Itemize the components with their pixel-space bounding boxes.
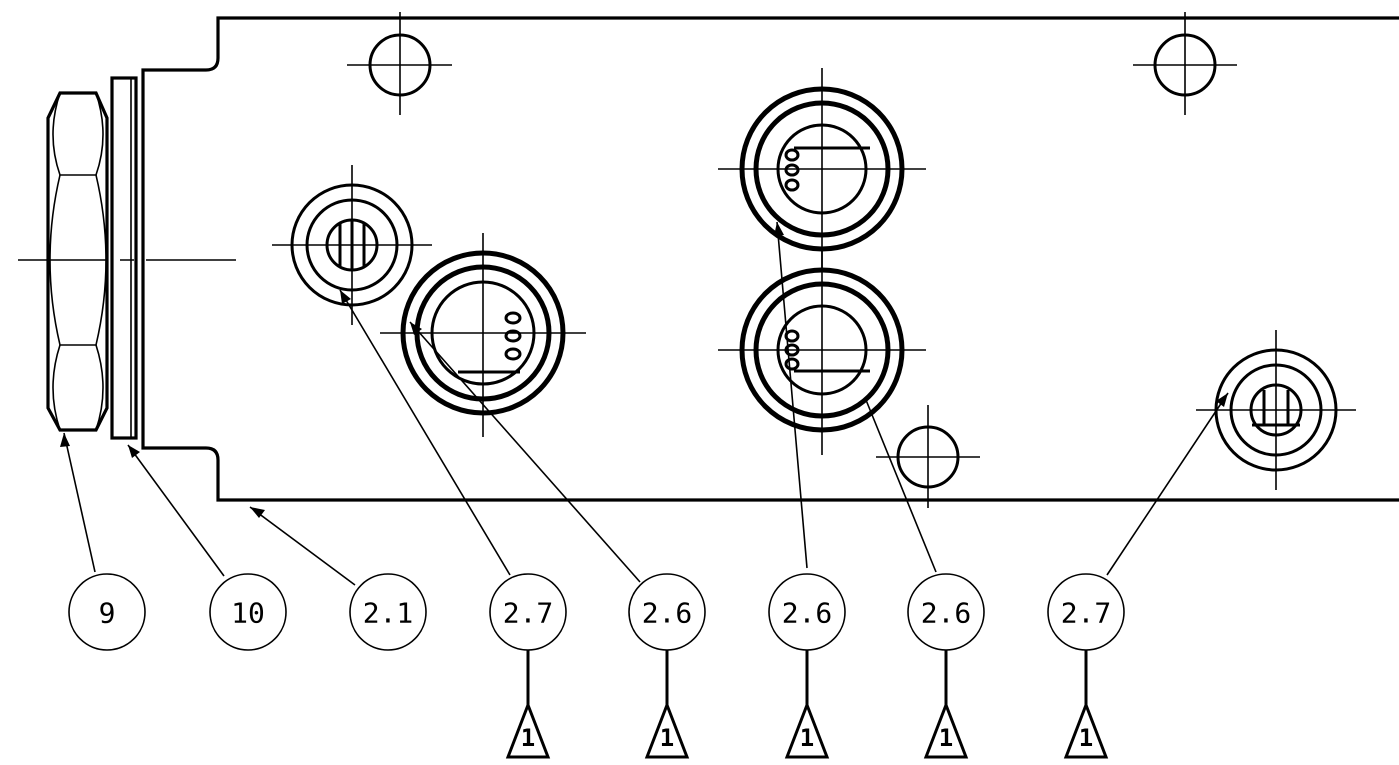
revision-flag: 1 [784, 650, 830, 759]
svg-text:2.7: 2.7 [503, 597, 554, 630]
port-small-left [272, 165, 432, 325]
svg-text:1: 1 [521, 724, 535, 752]
mounting-hole [876, 405, 980, 508]
balloon: 2.7 [489, 573, 567, 651]
svg-text:2.1: 2.1 [363, 597, 414, 630]
port-large-lower [718, 248, 926, 455]
port-large-left [380, 233, 586, 437]
svg-text:2.6: 2.6 [782, 597, 833, 630]
revision-flag: 1 [505, 650, 551, 759]
manifold-block [141, 16, 1399, 502]
svg-text:2.6: 2.6 [921, 597, 972, 630]
balloon: 2.7 [1047, 573, 1125, 651]
hex-nut [46, 91, 109, 432]
svg-text:10: 10 [231, 597, 265, 630]
balloon: 2.6 [907, 573, 985, 651]
leader-lines [60, 221, 1229, 586]
mounting-hole [1133, 12, 1237, 115]
svg-text:2.7: 2.7 [1061, 597, 1112, 630]
svg-text:1: 1 [800, 724, 814, 752]
svg-text:1: 1 [939, 724, 953, 752]
svg-text:9: 9 [99, 597, 116, 630]
balloon: 2.1 [349, 573, 427, 651]
washer [110, 76, 138, 440]
port-large-upper [718, 68, 926, 272]
revision-flag: 1 [923, 650, 969, 759]
revision-flag: 1 [644, 650, 690, 759]
balloon: 9 [68, 573, 146, 651]
balloon: 2.6 [768, 573, 846, 651]
port-small-right [1196, 330, 1356, 490]
balloon: 2.6 [628, 573, 706, 651]
svg-text:1: 1 [660, 724, 674, 752]
revision-flag: 1 [1063, 650, 1109, 759]
svg-text:1: 1 [1079, 724, 1093, 752]
mounting-hole [347, 12, 452, 115]
svg-text:2.6: 2.6 [642, 597, 693, 630]
balloon: 10 [209, 573, 287, 651]
